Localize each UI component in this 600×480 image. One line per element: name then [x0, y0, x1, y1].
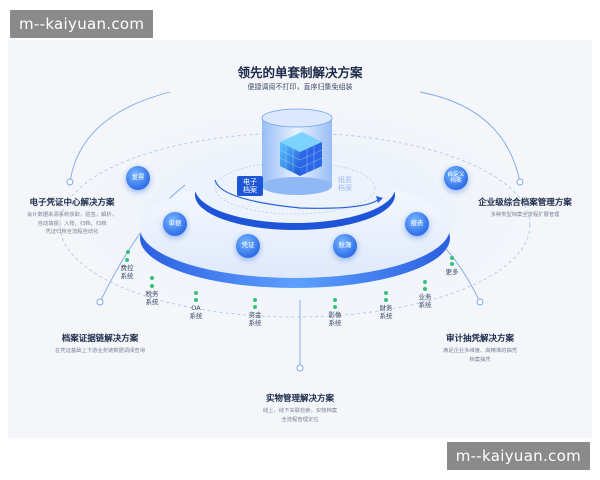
solution-enterprise-title: 企业级综合档案管理方案	[478, 198, 572, 208]
system-tax: 税务系统	[140, 284, 164, 306]
solution-chain-desc-line: 在凭证基础上下游业务链数据调阅查询	[54, 348, 146, 354]
solution-audit-desc-line: 档案抽凭	[469, 356, 491, 363]
core-electronic-archive-label: 电子档案	[237, 176, 263, 196]
solution-physical: 实物管理解决方案 线上、线下关联检索，实物档案 全流程管理定位	[240, 392, 360, 424]
solution-audit-title: 审计抽凭解决方案	[445, 334, 514, 344]
solution-enterprise-desc: 多种类型档案全流程扩展管理	[460, 211, 590, 220]
connector-enterprise	[419, 91, 521, 183]
watermark-bottom-right: m--kaiyuan.com	[446, 442, 590, 470]
node-custom-archive: 自定义档案	[444, 166, 468, 190]
node-bill: 单据	[163, 212, 187, 236]
diagram-title: 领先的单套制解决方案	[237, 65, 363, 80]
solution-audit: 审计抽凭解决方案 满足企业多维度、高精准的抽凭 档案抽凭	[425, 332, 535, 364]
node-voucher: 凭证	[236, 234, 260, 258]
solution-physical-desc: 线上、线下关联检索，实物档案 全流程管理定位	[240, 407, 360, 424]
diagram-subtitle: 便捷调阅不打印，直序归集免组装	[247, 83, 353, 91]
solution-audit-desc: 满足企业多维度、高精准的抽凭 档案抽凭	[425, 347, 535, 364]
solution-enterprise-desc-line: 多种类型档案全流程扩展管理	[490, 212, 560, 218]
solution-voucher-desc-line: 会计数据来源系统获取，验签，解析，	[26, 212, 118, 218]
solution-physical-title: 实物管理解决方案	[265, 394, 334, 404]
solution-evidence-chain: 档案证据链解决方案 在凭证基础上下游业务链数据调阅查询	[40, 332, 160, 356]
solution-enterprise: 企业级综合档案管理方案 多种类型档案全流程扩展管理	[460, 196, 590, 220]
core-paper-archive-label: 纸质档案	[338, 176, 352, 192]
system-fund: 资金系统	[243, 305, 267, 327]
solution-chain-title: 档案证据链解决方案	[61, 334, 139, 344]
system-image: 影像系统	[323, 305, 347, 327]
node-invoice: 发票	[126, 166, 150, 190]
solution-voucher-center: 电子凭证中心解决方案 会计数据来源系统获取，验签，解析， 自动填报，入账，归档，…	[12, 196, 132, 237]
system-business: 业务系统	[413, 287, 437, 309]
solution-voucher-desc-line: 自动填报，入账，归档，归档	[37, 220, 107, 227]
node-ledger: 账簿	[333, 234, 357, 258]
solution-voucher-title: 电子凭证中心解决方案	[29, 198, 115, 208]
solution-voucher-desc-line: 凭证归档全流程自动化	[45, 229, 99, 235]
system-more: 更多	[440, 262, 464, 276]
node-report: 报表	[405, 212, 429, 236]
solution-voucher-desc: 会计数据来源系统获取，验签，解析， 自动填报，入账，归档，归档 凭证归档全流程自…	[12, 211, 132, 237]
solution-audit-desc-line: 满足企业多维度、高精准的抽凭	[442, 348, 518, 354]
system-expense: 费控系统	[115, 258, 139, 280]
solution-physical-desc-line: 全流程管理定位	[281, 416, 319, 423]
connector-voucher	[69, 91, 171, 183]
system-finance: 财务系统	[374, 298, 398, 320]
watermark-top-left: m--kaiyuan.com	[10, 10, 154, 38]
solution-physical-desc-line: 线上、线下关联检索，实物档案	[262, 408, 338, 414]
solution-chain-desc: 在凭证基础上下游业务链数据调阅查询	[40, 347, 160, 356]
